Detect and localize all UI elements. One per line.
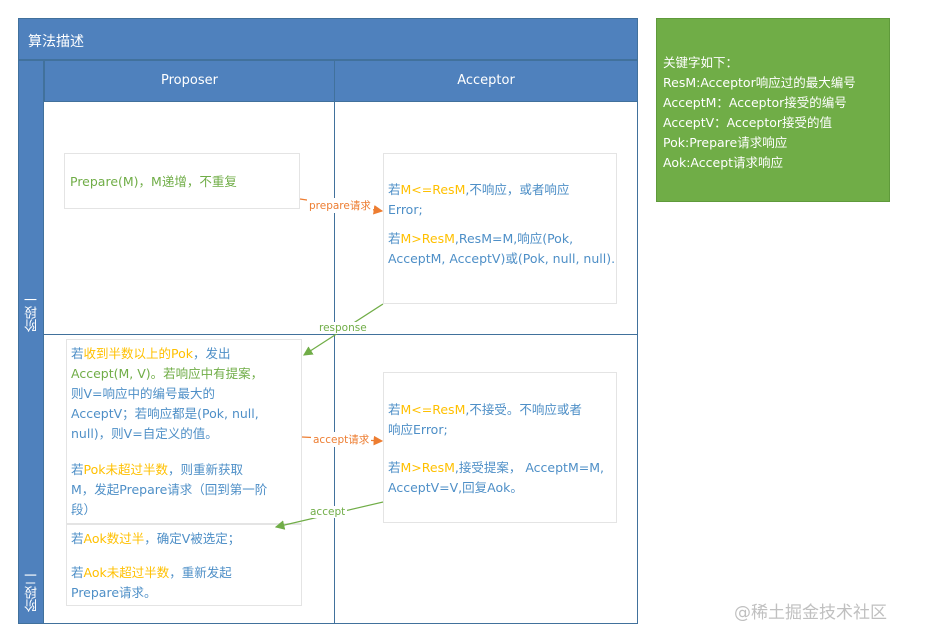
proposer-p2-line-3: 则V=响应中的编号最大的: [71, 386, 216, 401]
acceptor-p1-line-2: Error;: [388, 202, 423, 217]
acceptor-p1-line-4: AcceptM, AcceptV)或(Pok, null, null).: [388, 251, 616, 266]
acceptor-p1-line-3: 若M>ResM,ResM=M,响应(Pok,: [388, 231, 574, 246]
final-line-1: 若Aok数过半，确定V被选定；: [71, 531, 241, 546]
proposer-p2-line-6: 若Pok未超过半数，则重新获取: [71, 462, 244, 477]
response-arrow-label: response: [317, 322, 369, 334]
acceptor-prepare-box: 若M<=ResM,不响应，或者响应 Error; 若M>ResM,ResM=M,…: [383, 153, 617, 304]
proposer-final-box: 若Aok数过半，确定V被选定； 若Aok未超过半数，重新发起 Prepare请求…: [66, 524, 302, 606]
proposer-column-header: Proposer: [44, 60, 335, 102]
acceptor-p2-line-3: 若M>ResM,接受提案， AcceptM=M,: [388, 460, 604, 475]
proposer-p2-line-2: Accept(M, V)。若响应中有提案，: [71, 366, 264, 381]
phase-divider: [44, 334, 638, 335]
proposer-p2-line-5: null)，则V=自定义的值。: [71, 426, 218, 441]
accept-request-arrow-label: accept请求: [311, 432, 372, 447]
diagram-title: 算法描述: [18, 18, 638, 60]
proposer-accept-box: 若收到半数以上的Pok，发出 Accept(M, V)。若响应中有提案， 则V=…: [66, 339, 302, 524]
watermark: @稀土掘金技术社区: [734, 603, 887, 623]
legend-item: Aok:Accept请求响应: [663, 155, 784, 170]
acceptor-p2-line-2: 响应Error;: [388, 422, 448, 437]
legend-heading: 关键字如下：: [663, 55, 739, 70]
legend-item: ResM:Acceptor响应过的最大编号: [663, 75, 856, 90]
legend-item: AcceptM：Acceptor接受的编号: [663, 95, 847, 110]
legend-item: AcceptV：Acceptor接受的值: [663, 115, 833, 130]
proposer-p2-line-1: 若收到半数以上的Pok，发出: [71, 346, 231, 361]
proposer-p2-line-8: 段）: [71, 502, 97, 517]
acceptor-accept-box: 若M<=ResM,不接受。不响应或者 响应Error; 若M>ResM,接受提案…: [383, 372, 617, 523]
proposer-p2-line-7: M，发起Prepare请求（回到第一阶: [71, 482, 268, 497]
proposer-prepare-box: Prepare(M)，M递增，不重复: [64, 153, 300, 209]
prepare-arrow-label: prepare请求: [307, 198, 373, 213]
keyword-legend: 关键字如下： ResM:Acceptor响应过的最大编号 AcceptM：Acc…: [656, 18, 890, 202]
phase-lane-bar: 阶段一 阶段二: [18, 60, 44, 624]
prepare-text: Prepare(M)，M递增，不重复: [70, 174, 237, 189]
acceptor-p1-line-1: 若M<=ResM,不响应，或者响应: [388, 182, 570, 197]
acceptor-p2-line-4: AcceptV=V,回复Aok。: [388, 480, 523, 495]
proposer-p2-line-4: AcceptV；若响应都是(Pok, null,: [71, 406, 259, 421]
legend-item: Pok:Prepare请求响应: [663, 135, 788, 150]
accept-arrow-label: accept: [308, 506, 348, 518]
acceptor-p2-line-1: 若M<=ResM,不接受。不响应或者: [388, 402, 582, 417]
final-line-3: Prepare请求。: [71, 585, 157, 600]
acceptor-column-header: Acceptor: [334, 60, 638, 102]
column-divider: [334, 102, 335, 624]
final-line-2: 若Aok未超过半数，重新发起: [71, 565, 232, 580]
